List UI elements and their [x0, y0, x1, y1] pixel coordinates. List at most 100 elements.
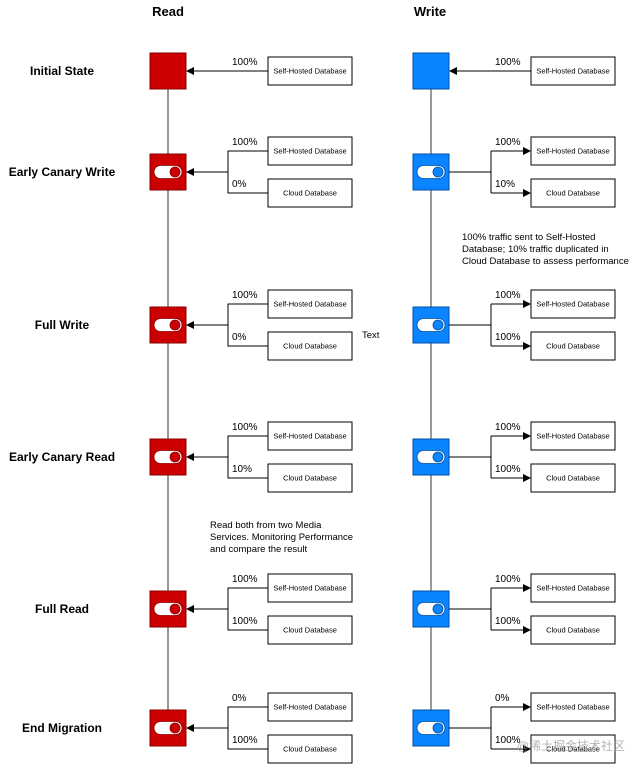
write-annotation: 100% traffic sent to Self-Hosted Databas…: [462, 232, 629, 267]
toggle-switch-icon: [153, 450, 183, 464]
database-box: [267, 573, 353, 603]
stage-label: Early Canary Write: [9, 165, 116, 179]
traffic-percentage: 0%: [232, 179, 247, 190]
write-annotation-line: Cloud Database to assess performance: [462, 256, 629, 267]
database-label: Cloud Database: [546, 342, 600, 351]
toggle-switch-icon: [416, 450, 446, 464]
database-box: [267, 289, 353, 319]
database-box: [530, 56, 616, 86]
database-box: [530, 289, 616, 319]
stage-label: Initial State: [30, 64, 94, 78]
traffic-percentage: 0%: [495, 693, 510, 704]
read-node: [149, 52, 187, 90]
traffic-percentage: 100%: [232, 735, 258, 746]
stage-row: Full Write 100% Self-Hosted Database 0% Clou…: [35, 289, 616, 361]
traffic-percentage: 100%: [495, 464, 521, 475]
stage-label: Full Read: [35, 602, 89, 616]
toggle-switch-icon: [153, 318, 183, 332]
write-column-title: Write: [414, 4, 446, 19]
traffic-percentage: 100%: [495, 422, 521, 433]
stage-label: End Migration: [22, 721, 102, 735]
toggle-switch-icon: [153, 165, 183, 179]
traffic-percentage: 10%: [232, 464, 252, 475]
database-box: [530, 692, 616, 722]
watermark: @稀土掘金技术社区: [517, 738, 625, 753]
database-label: Self-Hosted Database: [273, 147, 346, 156]
database-box: [267, 421, 353, 451]
toggle-switch-icon: [416, 602, 446, 616]
database-label: Cloud Database: [283, 342, 337, 351]
database-box: [267, 178, 353, 208]
database-label: Self-Hosted Database: [273, 703, 346, 712]
database-label: Self-Hosted Database: [536, 703, 609, 712]
traffic-percentage: 100%: [495, 735, 521, 746]
write-annotation-line: 100% traffic sent to Self-Hosted: [462, 232, 595, 243]
database-box: [530, 573, 616, 603]
database-label: Cloud Database: [283, 745, 337, 754]
database-box: [267, 692, 353, 722]
database-box: [267, 331, 353, 361]
read-annotation: Read both from two Media Services. Monit…: [210, 520, 356, 555]
traffic-percentage: 100%: [495, 137, 521, 148]
database-label: Cloud Database: [283, 189, 337, 198]
database-label: Cloud Database: [546, 189, 600, 198]
write-node: [412, 52, 450, 90]
database-box: [530, 421, 616, 451]
stage-row: Early Canary Write 100% Self-Hosted Databa…: [9, 136, 616, 208]
traffic-percentage: 100%: [232, 574, 258, 585]
stage-label: Full Write: [35, 318, 90, 332]
traffic-percentage: 100%: [495, 290, 521, 301]
stage-row: End Migration 0% Self-Hosted Database 100% C…: [22, 692, 616, 764]
traffic-percentage: 100%: [232, 137, 258, 148]
read-annotation-line: Read both from two Media: [210, 520, 322, 531]
read-annotation-line: Services. Monitoring Performance: [210, 532, 353, 543]
database-label: Self-Hosted Database: [273, 584, 346, 593]
traffic-percentage: 100%: [232, 616, 258, 627]
traffic-percentage: 100%: [495, 616, 521, 627]
database-label: Self-Hosted Database: [273, 432, 346, 441]
traffic-percentage: 100%: [232, 422, 258, 433]
traffic-percentage: 0%: [232, 332, 247, 343]
database-box: [267, 136, 353, 166]
database-box: [267, 463, 353, 493]
database-label: Self-Hosted Database: [536, 67, 609, 76]
database-label: Cloud Database: [283, 474, 337, 483]
write-annotation-line: Database; 10% traffic duplicated in: [462, 244, 609, 255]
database-label: Self-Hosted Database: [536, 300, 609, 309]
database-label: Self-Hosted Database: [273, 67, 346, 76]
stray-text-label: Text: [362, 330, 380, 341]
database-box: [267, 615, 353, 645]
database-label: Self-Hosted Database: [273, 300, 346, 309]
traffic-percentage: 100%: [495, 332, 521, 343]
toggle-switch-icon: [153, 721, 183, 735]
read-column-title: Read: [152, 4, 184, 19]
traffic-percentage: 100%: [495, 57, 521, 68]
database-box: [267, 734, 353, 764]
traffic-percentage: 10%: [495, 179, 515, 190]
database-box: [530, 615, 616, 645]
toggle-switch-icon: [416, 165, 446, 179]
stage-row: Initial State 100% Self-Hosted Database 100…: [30, 52, 616, 90]
database-label: Self-Hosted Database: [536, 432, 609, 441]
database-box: [530, 463, 616, 493]
database-label: Self-Hosted Database: [536, 147, 609, 156]
database-label: Cloud Database: [546, 474, 600, 483]
database-box: [530, 734, 616, 764]
stage-row: Early Canary Read 100% Self-Hosted Databas…: [9, 421, 616, 493]
database-box: [530, 331, 616, 361]
database-label: Self-Hosted Database: [536, 584, 609, 593]
toggle-switch-icon: [416, 318, 446, 332]
traffic-percentage: 100%: [232, 57, 258, 68]
traffic-percentage: 100%: [232, 290, 258, 301]
read-annotation-line: and compare the result: [210, 544, 308, 555]
toggle-switch-icon: [416, 721, 446, 735]
database-label: Cloud Database: [546, 745, 600, 754]
stages: Initial State 100% Self-Hosted Database 100…: [9, 52, 616, 764]
toggle-switch-icon: [153, 602, 183, 616]
database-box: [530, 136, 616, 166]
database-box: [530, 178, 616, 208]
traffic-percentage: 0%: [232, 693, 247, 704]
stage-label: Early Canary Read: [9, 450, 115, 464]
database-box: [267, 56, 353, 86]
